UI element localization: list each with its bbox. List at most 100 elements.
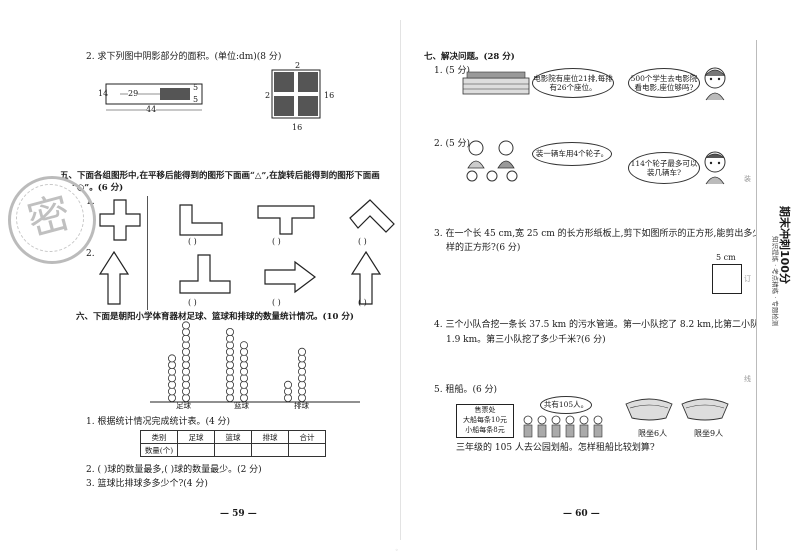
ball-mark — [226, 334, 235, 343]
fig1-label-5b: 5 — [193, 95, 199, 104]
q5-title-2: “○”。(6 分) — [72, 183, 124, 193]
q6-sub2: 2. ( )球的数量最多,( )球的数量最少。(2 分) — [86, 465, 262, 475]
label-football: 足球 — [176, 401, 191, 410]
sidebar-subtitle: 知识提炼 · 考点精练 · 专题检测 — [771, 236, 779, 327]
big-boat-icon — [625, 398, 673, 421]
q5-paren-2[interactable]: ( ) — [272, 237, 281, 246]
ball-mark — [283, 380, 292, 389]
ball-mark — [182, 361, 191, 370]
ball-mark — [240, 374, 249, 383]
up-arrow-2-icon — [350, 250, 382, 305]
q5-divider-2 — [147, 252, 148, 310]
ball-mark — [297, 374, 306, 383]
q5-paren-4[interactable]: ( ) — [188, 298, 197, 307]
ball-mark — [226, 347, 235, 356]
q6-sub3: 3. 篮球比排球多多少个?(4 分) — [86, 479, 208, 489]
ball-mark — [167, 380, 176, 389]
p4-line1: 4. 三个小队合挖一条长 37.5 km 的污水管道。第一小队挖了 8.2 km… — [434, 320, 777, 330]
ball-mark — [167, 361, 176, 370]
ball-mark — [240, 341, 249, 350]
table-row: 类别 足球 篮球 排球 合计 — [140, 430, 326, 444]
p4-line2: 1.9 km。第三小队挖了多少千米?(6 分) — [446, 335, 606, 345]
fig1-label-29: 29 — [128, 89, 139, 98]
table-cell-input[interactable] — [177, 443, 215, 457]
spine — [400, 20, 401, 540]
page-number-left: — 59 — — [220, 509, 257, 519]
ball-stack-chart — [150, 321, 360, 403]
ball-mark — [182, 380, 191, 389]
ball-mark — [182, 328, 191, 336]
ball-mark — [226, 380, 235, 389]
table-cell: 合计 — [288, 430, 326, 444]
ball-mark — [240, 380, 249, 389]
table-cell-input[interactable] — [251, 443, 289, 457]
ball-mark — [182, 367, 191, 376]
p5-speech-bubble: 共有105人。 — [540, 396, 592, 414]
p2-label: 2. (5 分) — [434, 139, 471, 149]
fig2-label-right: 16 — [324, 91, 335, 100]
p1-bubble-1: 电影院有座位21排,每排有26个座位。 — [532, 68, 614, 98]
table-cell: 数量(个) — [140, 443, 178, 457]
table-cell: 篮球 — [214, 430, 252, 444]
small-boat-icon — [681, 398, 729, 421]
small-boat-limit: 限坐9人 — [694, 429, 724, 438]
ball-mark — [182, 334, 191, 343]
q5-paren-3[interactable]: ( ) — [358, 237, 367, 246]
price-board-title: 售票处 — [474, 406, 496, 414]
q2-figure-square — [271, 69, 321, 119]
ball-mark — [226, 354, 235, 363]
ball-mark — [182, 321, 191, 330]
girl-character-icon — [704, 67, 726, 101]
kids-with-wheels-icon — [466, 140, 518, 182]
right-arrow-icon — [264, 260, 316, 294]
q7-title: 七、解决问题。(28 分) — [424, 52, 515, 62]
table-cell: 类别 — [140, 430, 178, 444]
square-figure — [712, 264, 742, 294]
ball-mark — [226, 387, 235, 396]
fig2-label-left: 2 — [265, 91, 271, 100]
ball-mark — [297, 361, 306, 370]
p5-question: 三年级的 105 人去公园划船。怎样租船比较划算? — [456, 443, 655, 453]
q2-figure-rectangle — [105, 83, 203, 111]
label-basketball: 篮球 — [234, 401, 249, 410]
q5-paren-1[interactable]: ( ) — [188, 237, 197, 246]
ball-mark — [167, 367, 176, 376]
p1-bubble-2: 500个学生去电影院看电影,座位够吗? — [628, 68, 700, 98]
ball-mark — [240, 367, 249, 376]
rotated-l-shape-icon — [349, 199, 395, 233]
big-boat-limit: 限坐6人 — [638, 429, 668, 438]
p5-label: 5. 租船。(6 分) — [434, 385, 498, 395]
p2-bubble-2: 114个轮子最多可以装几辆车? — [628, 152, 700, 184]
ball-mark — [182, 341, 191, 350]
ball-mark — [182, 354, 191, 363]
q5-title-1: 五、下面各组图形中,在平移后能得到的图形下面画“△”,在旋转后能得到的图形下面画 — [60, 171, 380, 181]
fig1-label-14: 14 — [98, 89, 109, 98]
ball-mark — [297, 354, 306, 363]
q5-paren-5[interactable]: ( ) — [272, 298, 281, 307]
q6-title: 六、下面是朝阳小学体育器材足球、篮球和排球的数量统计情况。(10 分) — [76, 312, 354, 322]
ball-mark — [226, 328, 235, 336]
price-board-big-boat: 大船每条10元 — [463, 416, 507, 424]
table-cell-input[interactable] — [214, 443, 252, 457]
p1-label: 1. (5 分) — [434, 66, 471, 76]
q5-divider-1 — [147, 196, 148, 252]
ball-mark — [167, 387, 176, 396]
ball-mark — [226, 394, 235, 403]
t-shape-icon — [257, 205, 315, 235]
sidebar-brand: 期末冲刺100分 — [778, 206, 791, 284]
ball-mark — [167, 394, 176, 403]
table-cell-input[interactable] — [288, 443, 326, 457]
ball-mark — [283, 387, 292, 396]
q5-paren-6[interactable]: ( ) — [358, 298, 367, 307]
spine-dot: ◦ — [395, 547, 399, 554]
p3-line2: 样的正方形?(6 分) — [446, 243, 521, 253]
table-cell: 足球 — [177, 430, 215, 444]
square-label: 5 cm — [716, 253, 736, 262]
fig1-label-44: 44 — [146, 105, 157, 114]
fig2-label-bottom: 16 — [292, 123, 303, 132]
price-board: 售票处 大船每条10元 小船每条8元 — [456, 404, 514, 438]
ball-mark — [297, 387, 306, 396]
ball-mark — [240, 347, 249, 356]
up-arrow-icon — [98, 250, 130, 305]
cinema-building-icon — [462, 71, 530, 95]
